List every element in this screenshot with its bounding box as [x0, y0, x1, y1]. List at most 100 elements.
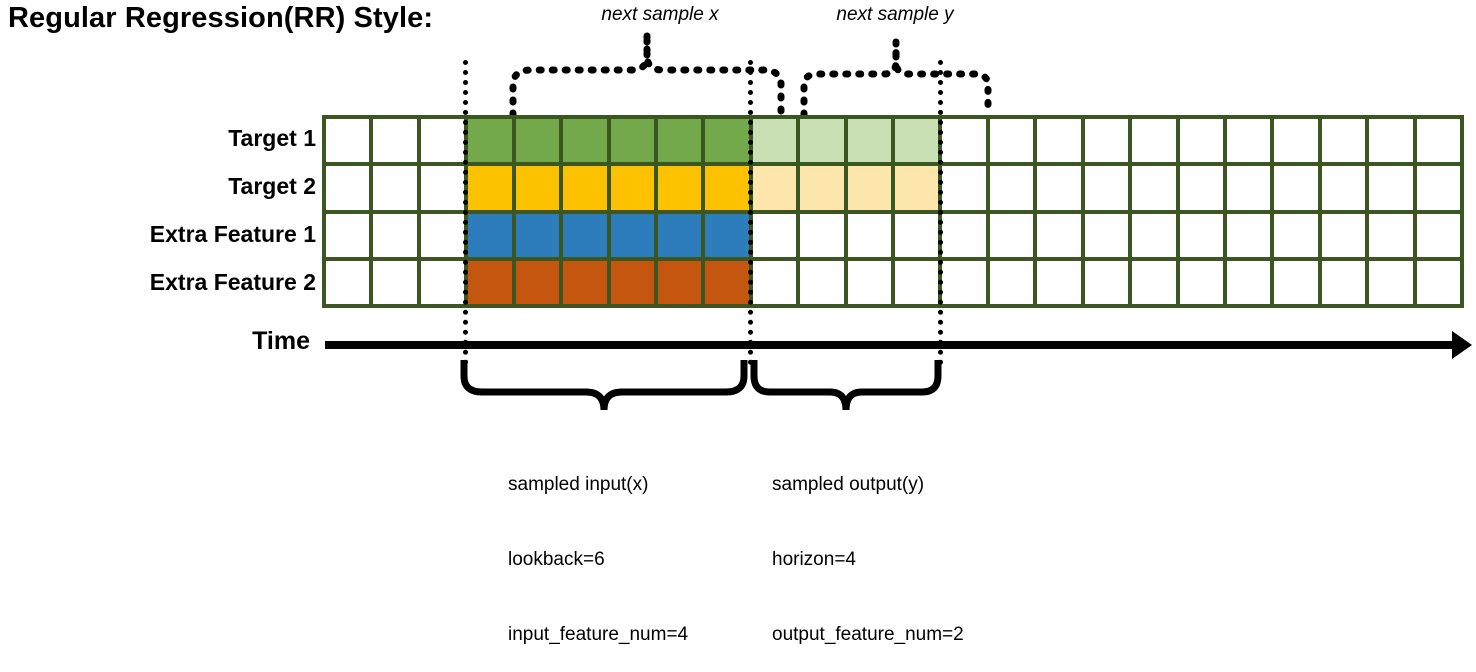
annotation-sampled-output: sampled output(y) horizon=4 output_featu… [772, 422, 964, 672]
grid-cell [1321, 213, 1366, 257]
grid-cell [563, 213, 607, 257]
grid-cell [326, 119, 370, 163]
grid-cell [563, 260, 607, 304]
grid-cell [657, 260, 702, 304]
annotation-next-sample-y: next sample y [836, 4, 954, 25]
grid-cell [326, 260, 370, 304]
annotation-next-sample-x: next sample x [601, 4, 719, 25]
grid-cell [895, 213, 939, 257]
grid-cell [610, 213, 654, 257]
grid-cell [705, 119, 749, 163]
grid-cell [1226, 260, 1271, 304]
grid-cell [1226, 119, 1271, 163]
grid-cell [1321, 119, 1366, 163]
grid-cell [1084, 166, 1129, 210]
grid-cell [895, 166, 939, 210]
grid-cell [1226, 166, 1271, 210]
grid-cell [942, 260, 986, 304]
grid-cell [373, 119, 417, 163]
grid-cell [1084, 213, 1129, 257]
grid-cell [1416, 213, 1460, 257]
grid-cell [657, 166, 702, 210]
grid-cell [515, 119, 560, 163]
row-label-target-1: Target 1 [228, 125, 316, 151]
right-arrow-icon [1452, 331, 1472, 359]
grid-cell [1132, 166, 1176, 210]
grid-cell [373, 166, 417, 210]
grid-cell [515, 213, 560, 257]
grid-cell [1179, 213, 1223, 257]
grid-cell [1274, 213, 1318, 257]
grid-cell [468, 213, 512, 257]
grid-cell [420, 119, 465, 163]
guide-line-input-end [748, 60, 753, 365]
grid-cell [515, 166, 560, 210]
grid-cell [752, 119, 797, 163]
grid-cell [989, 213, 1034, 257]
grid-cell [1369, 119, 1413, 163]
grid-cell [1416, 166, 1460, 210]
grid-cell [373, 260, 417, 304]
grid-cell [989, 119, 1034, 163]
row-label-target-2: Target 2 [228, 173, 316, 199]
grid-cell [895, 260, 939, 304]
grid-cell [610, 260, 654, 304]
grid-cell [800, 213, 844, 257]
grid-cell [1321, 166, 1366, 210]
grid-cell [1179, 119, 1223, 163]
timeseries-grid [322, 115, 1464, 308]
grid-cell [468, 260, 512, 304]
guide-line-output-end [938, 60, 943, 365]
grid-cell [847, 213, 891, 257]
grid-cell [420, 213, 465, 257]
brace-next-sample-y [798, 30, 998, 119]
grid-cell [800, 119, 844, 163]
grid-cell [563, 119, 607, 163]
grid-cell [1369, 166, 1413, 210]
grid-cell [752, 213, 797, 257]
brace-sampled-input [458, 360, 758, 416]
grid-cell [1416, 260, 1460, 304]
grid-cell [942, 119, 986, 163]
grid-cell [1132, 260, 1176, 304]
grid-cell [1179, 166, 1223, 210]
grid-cell [1084, 119, 1129, 163]
grid-cell [1321, 260, 1366, 304]
grid-cell [468, 166, 512, 210]
grid-cell [420, 260, 465, 304]
grid-cell [1274, 166, 1318, 210]
grid-cell [1369, 213, 1413, 257]
row-label-extra-feature-2: Extra Feature 2 [149, 269, 316, 295]
time-axis-label: Time [252, 327, 310, 355]
sampled-input-feature-num: input_feature_num=4 [508, 624, 689, 645]
grid-cell [563, 166, 607, 210]
grid-cell [468, 119, 512, 163]
grid-cell [1037, 166, 1081, 210]
grid-cell [800, 166, 844, 210]
guide-line-input-start [463, 60, 468, 365]
grid-cell [1416, 119, 1460, 163]
grid-cell [515, 260, 560, 304]
grid-cell [895, 119, 939, 163]
grid-cell [752, 260, 797, 304]
grid-cell [610, 119, 654, 163]
grid-cell [847, 260, 891, 304]
grid-cell [610, 166, 654, 210]
grid-cell [326, 166, 370, 210]
grid-cell [942, 213, 986, 257]
grid-cell [1084, 260, 1129, 304]
grid-cell [373, 213, 417, 257]
grid-cell [989, 260, 1034, 304]
grid-cell [1037, 213, 1081, 257]
grid-cell [420, 166, 465, 210]
grid-cell [326, 213, 370, 257]
grid-cell [1179, 260, 1223, 304]
grid-cell [1037, 260, 1081, 304]
sampled-output-feature-num: output_feature_num=2 [772, 624, 964, 645]
sampled-output-title: sampled output(y) [772, 474, 925, 495]
grid-cell [1274, 260, 1318, 304]
grid-cell [1369, 260, 1413, 304]
grid-cell [847, 119, 891, 163]
time-axis-line [325, 341, 1460, 349]
grid-cell [1037, 119, 1081, 163]
